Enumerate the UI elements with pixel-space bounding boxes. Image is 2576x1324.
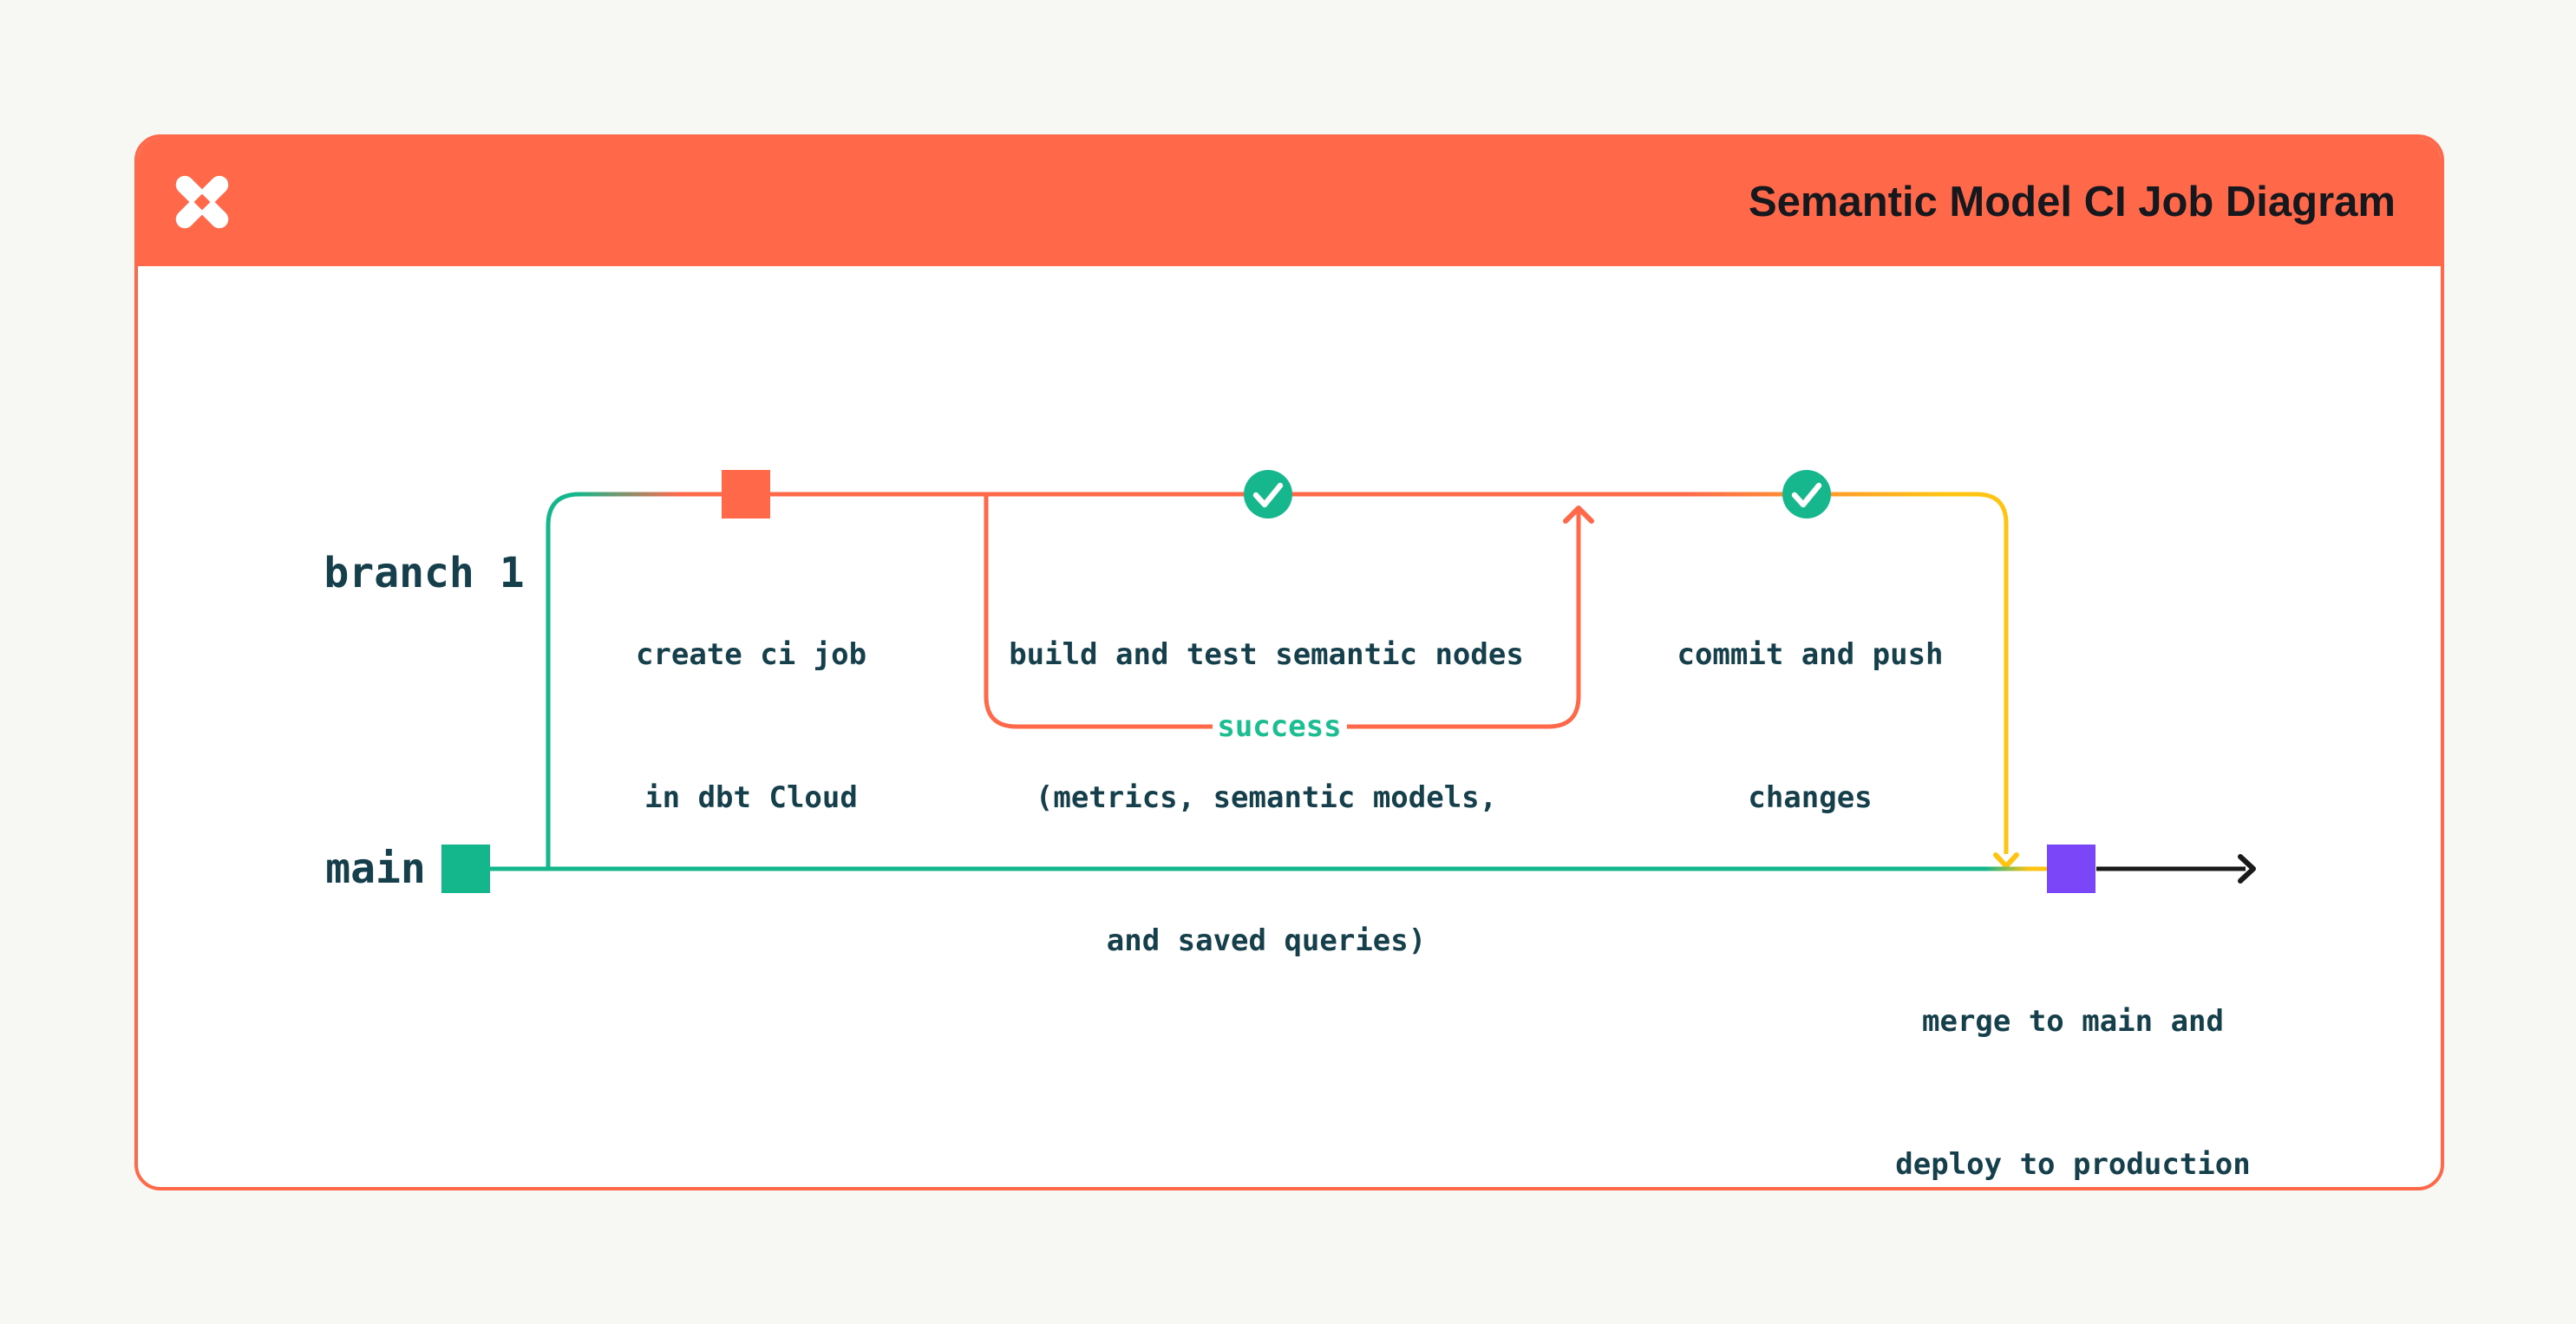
dbt-logo-icon xyxy=(167,170,237,234)
branch-1-label: branch 1 xyxy=(324,549,525,597)
success-label: success xyxy=(1217,709,1342,744)
node-label-commit-push: commit and push changes xyxy=(1677,637,1944,815)
diagram-card: Semantic Model CI Job Diagram xyxy=(134,134,2444,1190)
node-label-create-ci: create ci job in dbt Cloud xyxy=(635,637,867,815)
card-header: Semantic Model CI Job Diagram xyxy=(138,138,2441,266)
node-label-merge-deploy: merge to main and deploy to production xyxy=(1895,1004,2251,1182)
node-label-build-test: build and test semantic nodes (metrics, … xyxy=(1009,637,1524,958)
main-label: main xyxy=(325,845,426,893)
page-title: Semantic Model CI Job Diagram xyxy=(1748,179,2396,225)
